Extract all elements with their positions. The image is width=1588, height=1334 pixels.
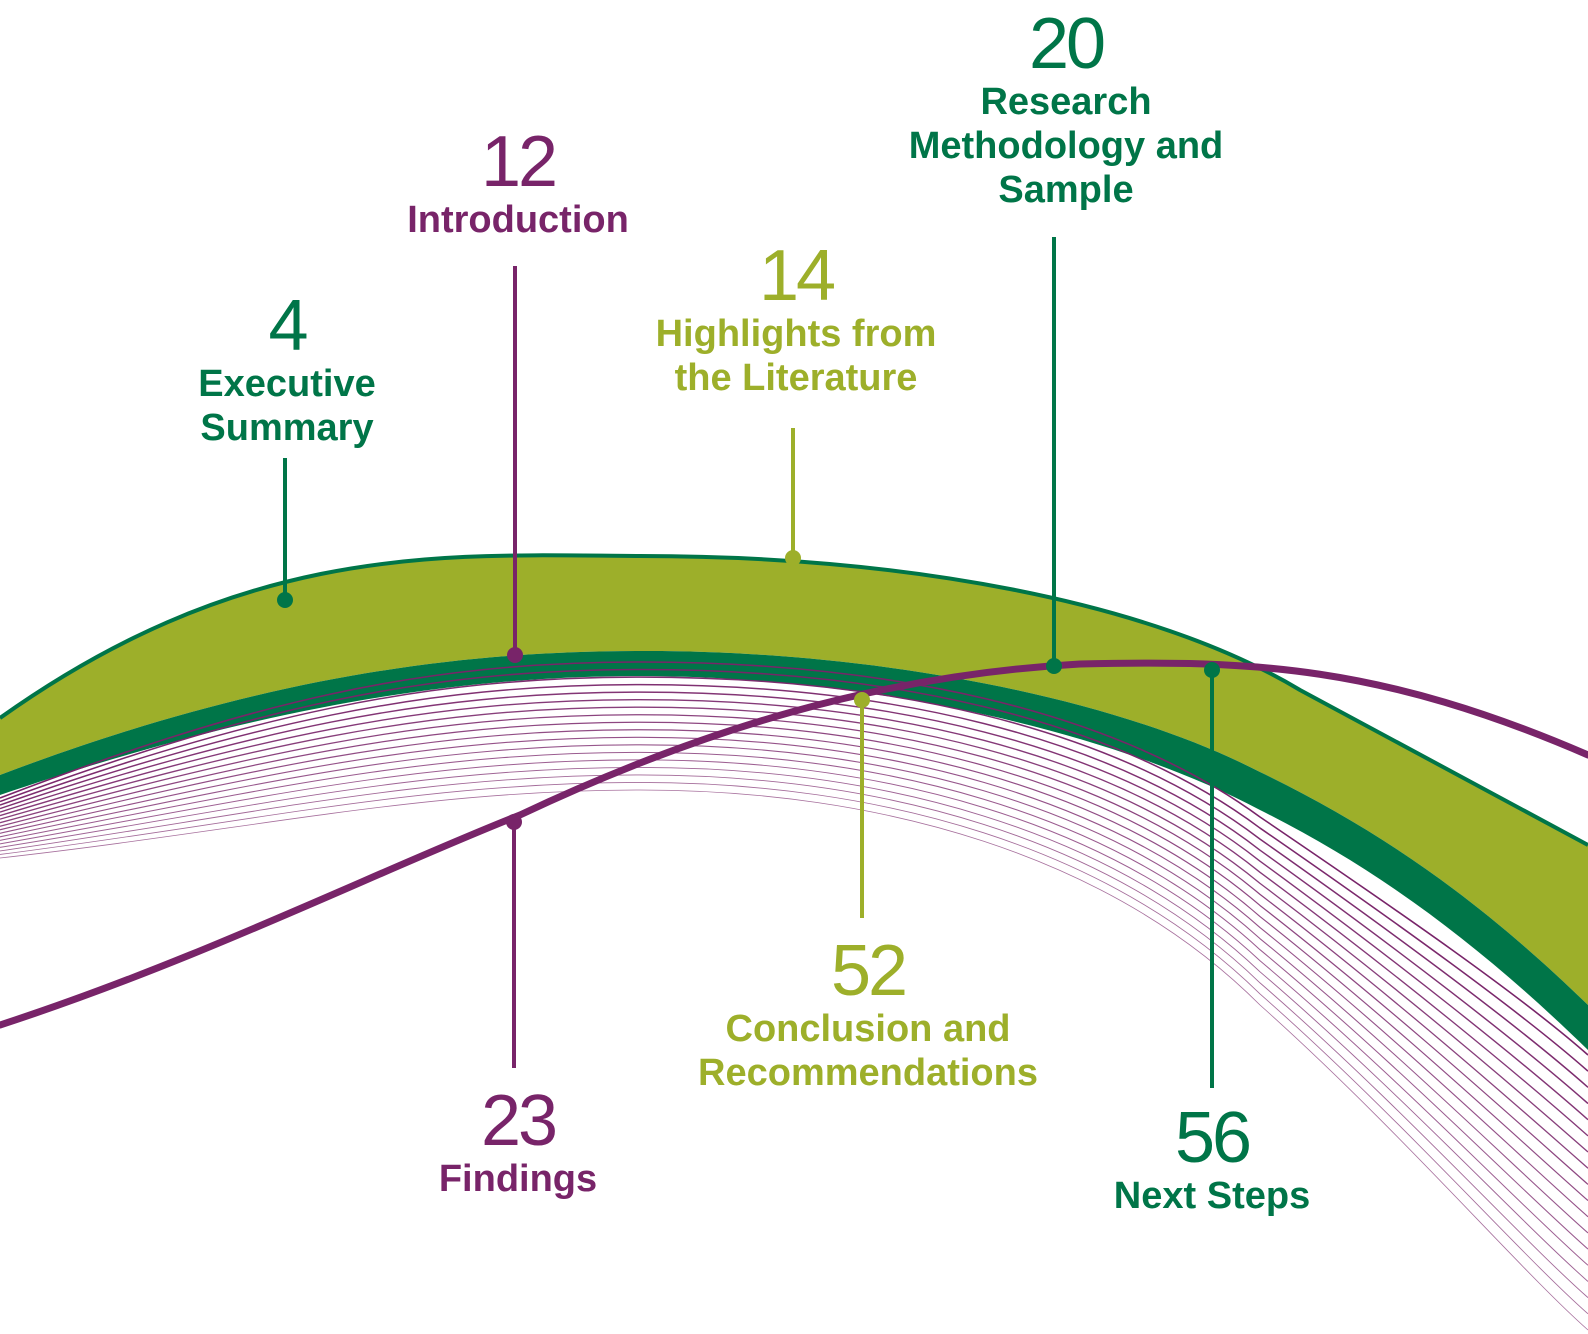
- section-title: Executive Summary: [198, 363, 376, 449]
- marker-executive-summary: [277, 592, 293, 608]
- section-title: Research Methodology and Sample: [908, 81, 1224, 211]
- marker-findings: [506, 814, 522, 830]
- page-number: 12: [480, 122, 558, 202]
- section-title: Highlights from the Literature: [655, 313, 937, 399]
- fan-line: [0, 774, 1588, 1298]
- page-number: 56: [1174, 1098, 1252, 1178]
- marker-conclusion: [854, 692, 870, 708]
- fan-line: [0, 668, 1588, 1072]
- entry-research-methodology: 20 Research Methodology and Sample: [909, 8, 1224, 212]
- fan-line: [0, 706, 1588, 1153]
- page-number: 23: [480, 1081, 558, 1161]
- purple-line-fan: [0, 661, 1588, 1331]
- fan-line: [0, 736, 1588, 1218]
- fan-line: [0, 714, 1588, 1169]
- green-band: [0, 650, 1588, 1050]
- fan-line: [0, 751, 1588, 1250]
- fan-line: [0, 683, 1588, 1105]
- section-title: Findings: [438, 1158, 598, 1200]
- page-number: 14: [758, 236, 836, 316]
- green-outline: [0, 553, 1588, 847]
- fan-line: [0, 721, 1588, 1185]
- entry-findings: 23 Findings: [439, 1085, 597, 1201]
- section-title: Conclusion and Recommendations: [698, 1008, 1038, 1094]
- entry-conclusion: 52 Conclusion and Recommendations: [698, 935, 1038, 1095]
- fan-line: [0, 759, 1588, 1266]
- page-number: 52: [830, 931, 908, 1011]
- marker-highlights: [785, 550, 801, 566]
- section-title: Next Steps: [1113, 1175, 1311, 1217]
- lime-band: [0, 555, 1588, 1005]
- page-number: 20: [1028, 4, 1106, 84]
- fan-line: [0, 729, 1588, 1202]
- section-title: Introduction: [407, 199, 629, 241]
- fan-line: [0, 691, 1588, 1121]
- fan-line: [0, 698, 1588, 1137]
- marker-introduction: [507, 647, 523, 663]
- entry-executive-summary: 4 Executive Summary: [198, 290, 375, 450]
- fan-line: [0, 782, 1588, 1315]
- marker-next-steps: [1204, 662, 1220, 678]
- entry-introduction: 12 Introduction: [407, 126, 629, 242]
- fan-line: [0, 766, 1588, 1282]
- fan-line: [0, 789, 1588, 1331]
- purple-curve: [0, 659, 1588, 1029]
- entry-next-steps: 56 Next Steps: [1114, 1102, 1310, 1218]
- entry-highlights: 14 Highlights from the Literature: [656, 240, 937, 400]
- fan-line: [0, 676, 1588, 1088]
- marker-research-methodology: [1046, 658, 1062, 674]
- page-number: 4: [268, 286, 308, 366]
- fan-line: [0, 744, 1588, 1234]
